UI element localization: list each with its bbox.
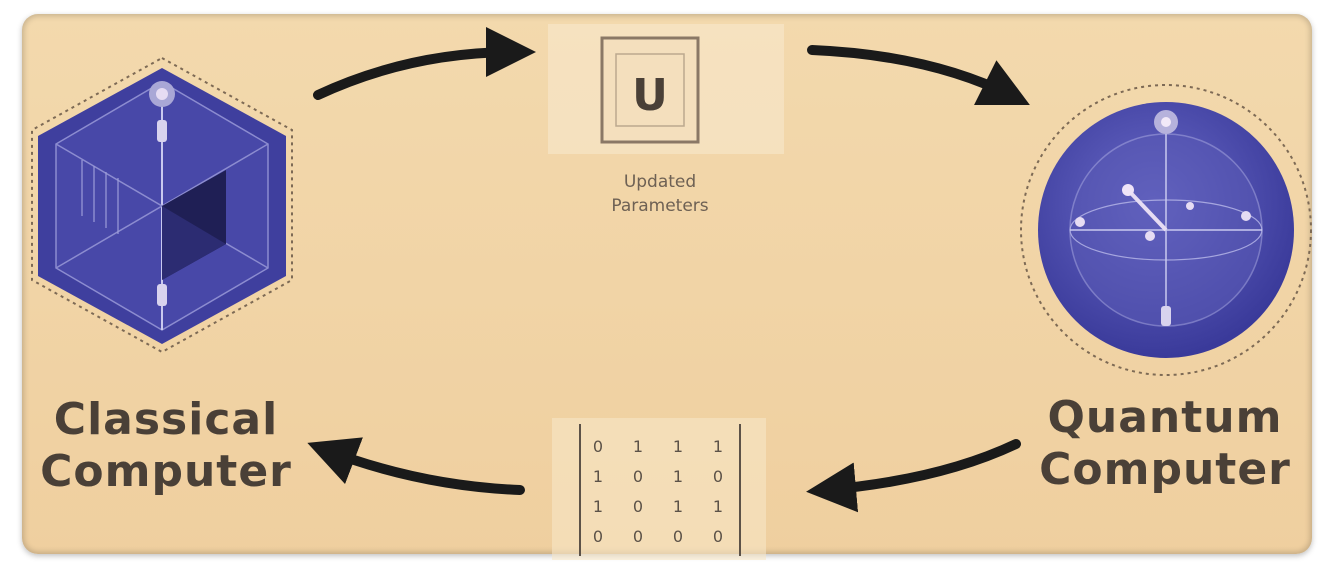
- matrix-cell: 0: [633, 467, 643, 486]
- matrix-cell: 1: [673, 497, 683, 516]
- arrow-matrix-to-classical: [326, 450, 520, 490]
- matrix-cell: 0: [633, 497, 643, 516]
- parameters-label-line1: Updated: [560, 170, 760, 194]
- bloch-sphere-icon: [1021, 85, 1311, 375]
- matrix-cell: 0: [593, 527, 603, 546]
- matrix-cell: 1: [673, 467, 683, 486]
- matrix-cell: 1: [593, 497, 603, 516]
- quantum-label-line2: Computer: [1030, 444, 1300, 496]
- matrix-cell: 0: [713, 467, 723, 486]
- matrix-icon: 0 1 1 1 1 0 1 0 1 0 1 1 0 0 0 0: [552, 418, 766, 560]
- unitary-symbol: U: [632, 70, 668, 121]
- classical-label-line2: Computer: [36, 446, 296, 498]
- hexagon-cube-icon: [32, 58, 292, 352]
- matrix-cell: 1: [633, 437, 643, 456]
- arrow-quantum-to-matrix: [826, 444, 1016, 490]
- classical-label-line1: Classical: [36, 394, 296, 446]
- matrix-cell: 1: [713, 497, 723, 516]
- parameters-label-line2: Parameters: [560, 194, 760, 218]
- matrix-cell: 0: [673, 527, 683, 546]
- matrix-cell: 1: [673, 437, 683, 456]
- matrix-cell: 1: [593, 467, 603, 486]
- classical-computer-label: Classical Computer: [36, 394, 296, 498]
- quantum-computer-label: Quantum Computer: [1030, 392, 1300, 496]
- matrix-cell: 0: [713, 527, 723, 546]
- matrix-cell: 0: [593, 437, 603, 456]
- arrow-parameters-to-quantum: [812, 50, 1012, 96]
- parameters-label: Updated Parameters: [560, 170, 760, 218]
- matrix-cell: 0: [633, 527, 643, 546]
- arrow-classical-to-parameters: [318, 52, 516, 95]
- matrix-cell: 1: [713, 437, 723, 456]
- quantum-label-line1: Quantum: [1030, 392, 1300, 444]
- unitary-box-icon: U: [548, 24, 784, 154]
